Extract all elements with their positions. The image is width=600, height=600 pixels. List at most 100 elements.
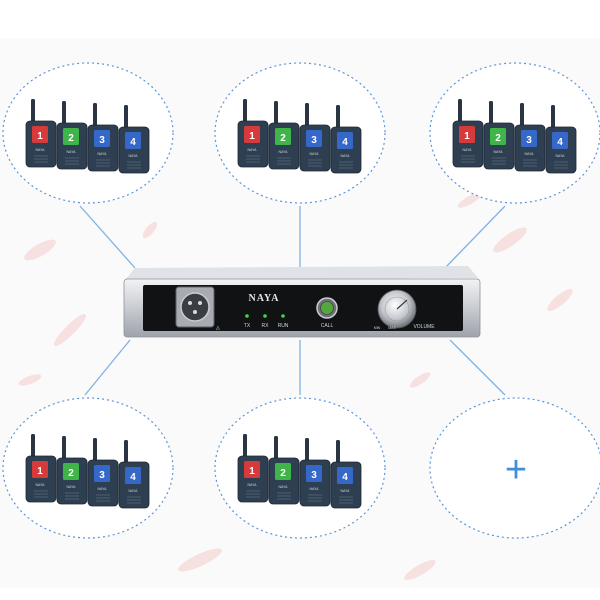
bottom-margin: [0, 588, 600, 600]
radio-screen: [306, 465, 322, 482]
volume-min-label: MIN: [374, 326, 381, 330]
radio-screen: [32, 126, 48, 143]
radio-brand-label: NAYA: [128, 154, 138, 158]
radio-brand-label: NAYA: [340, 154, 350, 158]
radio-screen: [521, 130, 537, 147]
radio-antenna: [336, 105, 340, 129]
rx-indicator-label: RX: [262, 323, 270, 329]
top-margin: [0, 0, 600, 38]
radio-antenna: [124, 105, 128, 129]
radio-brand-label: NAYA: [35, 148, 45, 152]
connector-line: [444, 205, 506, 269]
radio-antenna: [305, 438, 309, 462]
connector-line: [79, 205, 136, 269]
radio-screen: [244, 126, 260, 143]
radio-screen: [32, 461, 48, 478]
radio-channel-number: 3: [311, 135, 317, 146]
radio-brand-label: NAYA: [309, 152, 319, 156]
radio-channel-number: 4: [130, 137, 136, 148]
radio-brand-label: NAYA: [278, 150, 288, 154]
radio-screen: [63, 128, 79, 145]
radio-screen: [337, 467, 353, 484]
connector-line: [449, 339, 506, 396]
radio-brand-label: NAYA: [309, 487, 319, 491]
radio-groups: 1NAYA2NAYA3NAYA4NAYA1NAYA2NAYA3NAYA4NAYA…: [2, 62, 600, 539]
radio-channel-number: 3: [526, 135, 532, 146]
radio-channel-number: 1: [37, 466, 43, 477]
radio-channel-number: 3: [311, 470, 317, 481]
run-indicator-label: RUN: [278, 323, 289, 329]
headset-label: ◬: [216, 325, 220, 331]
radio-brand-label: NAYA: [247, 148, 257, 152]
radio-channel-number: 4: [557, 137, 563, 148]
transmitter-base-unit: ◬ NAYA TX RX RUN CALL MIN: [123, 266, 481, 338]
radio-channel-number: 2: [68, 133, 74, 144]
radio-channel-number: 1: [249, 466, 255, 477]
volume-max-label: MAX: [388, 326, 396, 330]
volume-label: VOLUME: [413, 324, 435, 330]
radio-antenna: [62, 101, 66, 125]
radio-screen: [94, 465, 110, 482]
radio-brand-label: NAYA: [35, 483, 45, 487]
radio-channel-number: 4: [342, 137, 348, 148]
tx-indicator-label: TX: [244, 323, 251, 329]
radio-screen: [94, 130, 110, 147]
radio-brand-label: NAYA: [524, 152, 534, 156]
radio-antenna: [336, 440, 340, 464]
plus-icon[interactable]: +: [505, 449, 527, 491]
radio-antenna: [489, 101, 493, 125]
radio-brand-label: NAYA: [247, 483, 257, 487]
radio-brand-label: NAYA: [278, 485, 288, 489]
radio-screen: [244, 461, 260, 478]
radio-brand-label: NAYA: [128, 489, 138, 493]
radio-antenna: [62, 436, 66, 460]
radio-channel-number: 1: [37, 131, 43, 142]
radio-brand-label: NAYA: [97, 487, 107, 491]
radio-antenna: [274, 436, 278, 460]
radio-screen: [337, 132, 353, 149]
call-button[interactable]: CALL: [316, 297, 338, 329]
radio-channel-number: 4: [342, 472, 348, 483]
radio-screen: [459, 126, 475, 143]
radio-brand-label: NAYA: [66, 150, 76, 154]
radio-antenna: [305, 103, 309, 127]
connector-line: [84, 339, 131, 396]
radio-brand-label: NAYA: [340, 489, 350, 493]
radio-channel-number: 2: [68, 468, 74, 479]
radio-antenna: [31, 434, 35, 458]
radio-brand-label: NAYA: [66, 485, 76, 489]
radio-antenna: [124, 440, 128, 464]
add-group-slot[interactable]: +: [429, 397, 600, 539]
radio-channel-number: 3: [99, 470, 105, 481]
status-indicators: TX RX RUN: [244, 314, 289, 329]
radio-brand-label: NAYA: [493, 150, 503, 154]
radio-antenna: [93, 103, 97, 127]
radio-antenna: [520, 103, 524, 127]
radio-antenna: [243, 434, 247, 458]
connector-lines: [79, 205, 506, 396]
radio-screen: [275, 463, 291, 480]
radio-screen: [306, 130, 322, 147]
radio-channel-number: 3: [99, 135, 105, 146]
volume-knob[interactable]: MIN MAX VOLUME: [374, 289, 435, 330]
radio-screen: [63, 463, 79, 480]
radio-brand-label: NAYA: [97, 152, 107, 156]
